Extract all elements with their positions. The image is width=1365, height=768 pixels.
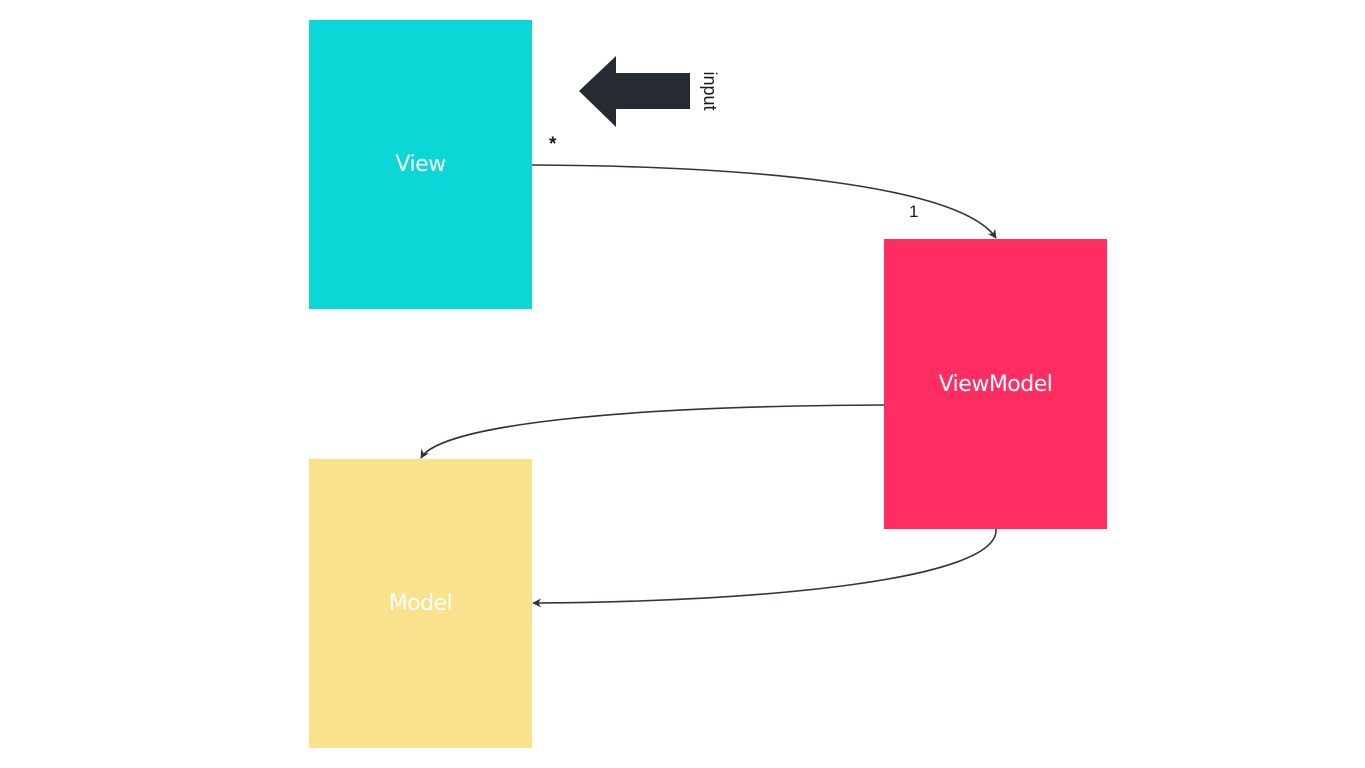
viewmodel-box[interactable]: ViewModel bbox=[884, 239, 1107, 529]
edge-view-to-viewmodel bbox=[531, 164, 997, 239]
viewmodel-label: ViewModel bbox=[938, 371, 1053, 397]
view-label: View bbox=[395, 152, 446, 177]
edge-viewmodel-to-model-bottom bbox=[532, 528, 997, 608]
model-label: Model bbox=[388, 591, 453, 616]
multiplicity-many-label: * bbox=[549, 134, 557, 155]
edge-viewmodel-to-model-top bbox=[420, 404, 885, 459]
model-box[interactable]: Model bbox=[309, 459, 532, 748]
multiplicity-one-label: 1 bbox=[909, 202, 919, 221]
view-box[interactable]: View bbox=[309, 20, 532, 309]
input-label: input bbox=[700, 71, 720, 111]
input-arrow-icon bbox=[579, 56, 690, 127]
